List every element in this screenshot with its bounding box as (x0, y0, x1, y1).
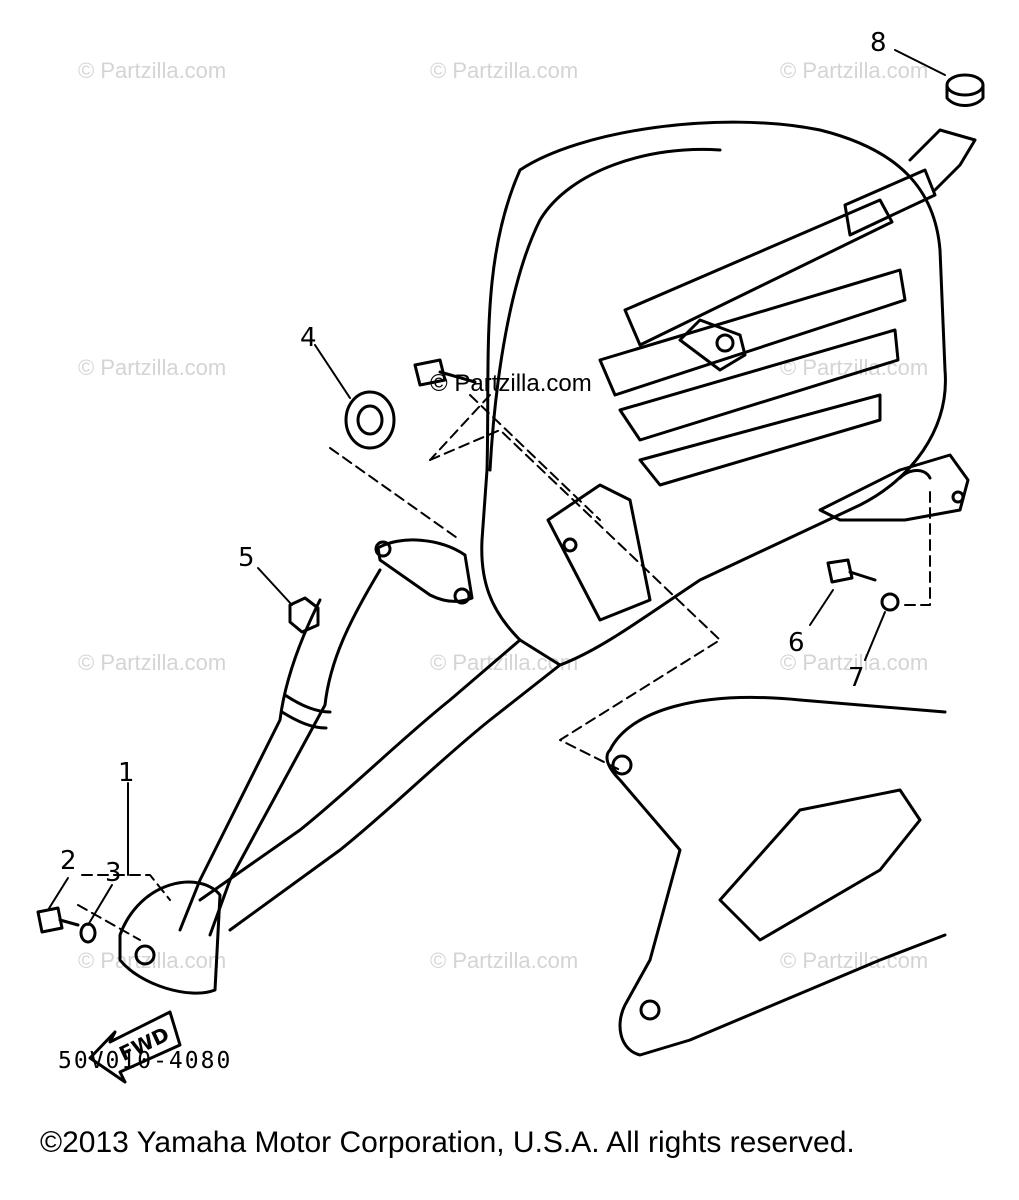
hardware-drawing (36, 73, 985, 944)
watermark: © Partzilla.com (780, 355, 929, 380)
callout-6: 6 (788, 628, 805, 658)
callout-4: 4 (300, 323, 317, 353)
watermark: © Partzilla.com (78, 58, 227, 83)
callout-8: 8 (870, 28, 887, 58)
watermark: © Partzilla.com (780, 58, 929, 83)
fwd-arrow-icon (88, 1010, 182, 1084)
inner-watermark: © Partzilla.com (430, 370, 592, 397)
watermark: © Partzilla.com (780, 650, 929, 675)
exhaust-pipe-drawing (118, 538, 562, 995)
callout-2: 2 (60, 846, 77, 876)
callout-1: 1 (118, 758, 135, 788)
watermark: © Partzilla.com (430, 948, 579, 973)
watermark: © Partzilla.com (78, 355, 227, 380)
frame-bracket-drawing (605, 696, 947, 1057)
watermark: © Partzilla.com (430, 58, 579, 83)
callout-7: 7 (848, 663, 865, 693)
part-code: 50V010-4080 (58, 1048, 233, 1074)
watermark: © Partzilla.com (78, 650, 227, 675)
assembly-lines (77, 394, 931, 941)
muffler-drawing (480, 120, 977, 667)
callout-5: 5 (238, 543, 255, 573)
leader-lines (47, 49, 946, 926)
copyright-notice: ©2013 Yamaha Motor Corporation, U.S.A. A… (40, 1126, 855, 1159)
callout-3: 3 (105, 858, 122, 888)
